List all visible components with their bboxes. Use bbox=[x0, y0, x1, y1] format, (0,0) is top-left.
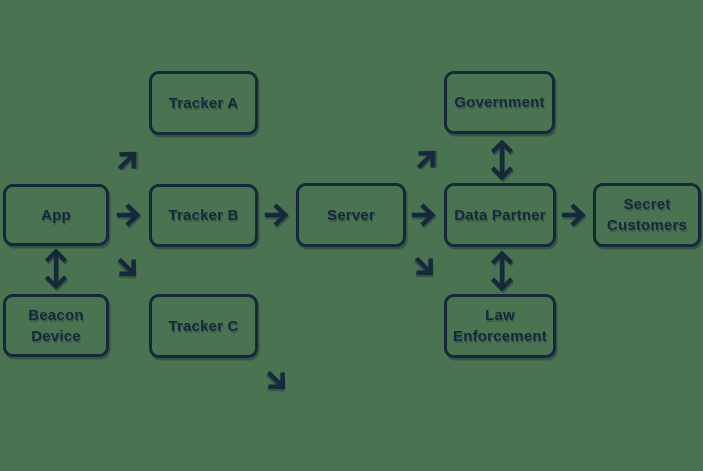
node-tracker-c-label: Tracker C bbox=[168, 317, 239, 335]
arrow-up-right-icon-server-to-government bbox=[409, 141, 446, 178]
node-law-enforcement: Law Enforcement bbox=[444, 294, 556, 358]
node-server: Server bbox=[296, 183, 406, 247]
node-secret-customers-label: Secret Customers bbox=[606, 196, 688, 234]
node-tracker-a: Tracker A bbox=[149, 71, 258, 135]
arrow-right-icon-app-to-tracker-b bbox=[116, 202, 142, 228]
node-government: Government bbox=[444, 71, 555, 134]
arrow-down-right-icon-server-to-law-enforcement bbox=[407, 249, 444, 286]
arrow-right-icon-data-partner-to-secret-customers bbox=[561, 202, 587, 228]
arrow-down-right-icon-tracker-c-offscreen bbox=[259, 363, 296, 400]
node-beacon-device: Beacon Device bbox=[3, 294, 109, 357]
node-app: App bbox=[3, 184, 109, 246]
node-government-label: Government bbox=[454, 94, 545, 111]
node-server-label: Server bbox=[327, 206, 375, 224]
arrow-down-right-icon-app-to-tracker-c bbox=[110, 250, 147, 287]
arrow-bidirectional-icon-government-data-partner bbox=[490, 140, 514, 180]
node-tracker-b: Tracker B bbox=[149, 184, 258, 247]
node-tracker-c: Tracker C bbox=[149, 294, 258, 358]
node-secret-customers: Secret Customers bbox=[593, 183, 701, 247]
node-data-partner-label: Data Partner bbox=[454, 206, 546, 224]
node-tracker-a-label: Tracker A bbox=[168, 94, 239, 112]
node-tracker-b-label: Tracker B bbox=[168, 207, 239, 224]
arrow-bidirectional-icon-app-beacon-device bbox=[44, 249, 68, 289]
node-law-enforcement-label: Law Enforcement bbox=[453, 307, 547, 345]
node-data-partner: Data Partner bbox=[444, 183, 556, 247]
node-beacon-device-label: Beacon Device bbox=[28, 306, 84, 345]
node-app-label: App bbox=[41, 206, 71, 224]
arrow-bidirectional-icon-data-partner-law-enforcement bbox=[490, 251, 514, 291]
arrow-right-icon-server-to-data-partner bbox=[411, 202, 437, 228]
arrow-up-right-icon-app-to-tracker-a bbox=[110, 142, 147, 179]
arrow-right-icon-tracker-b-to-server bbox=[264, 202, 290, 228]
